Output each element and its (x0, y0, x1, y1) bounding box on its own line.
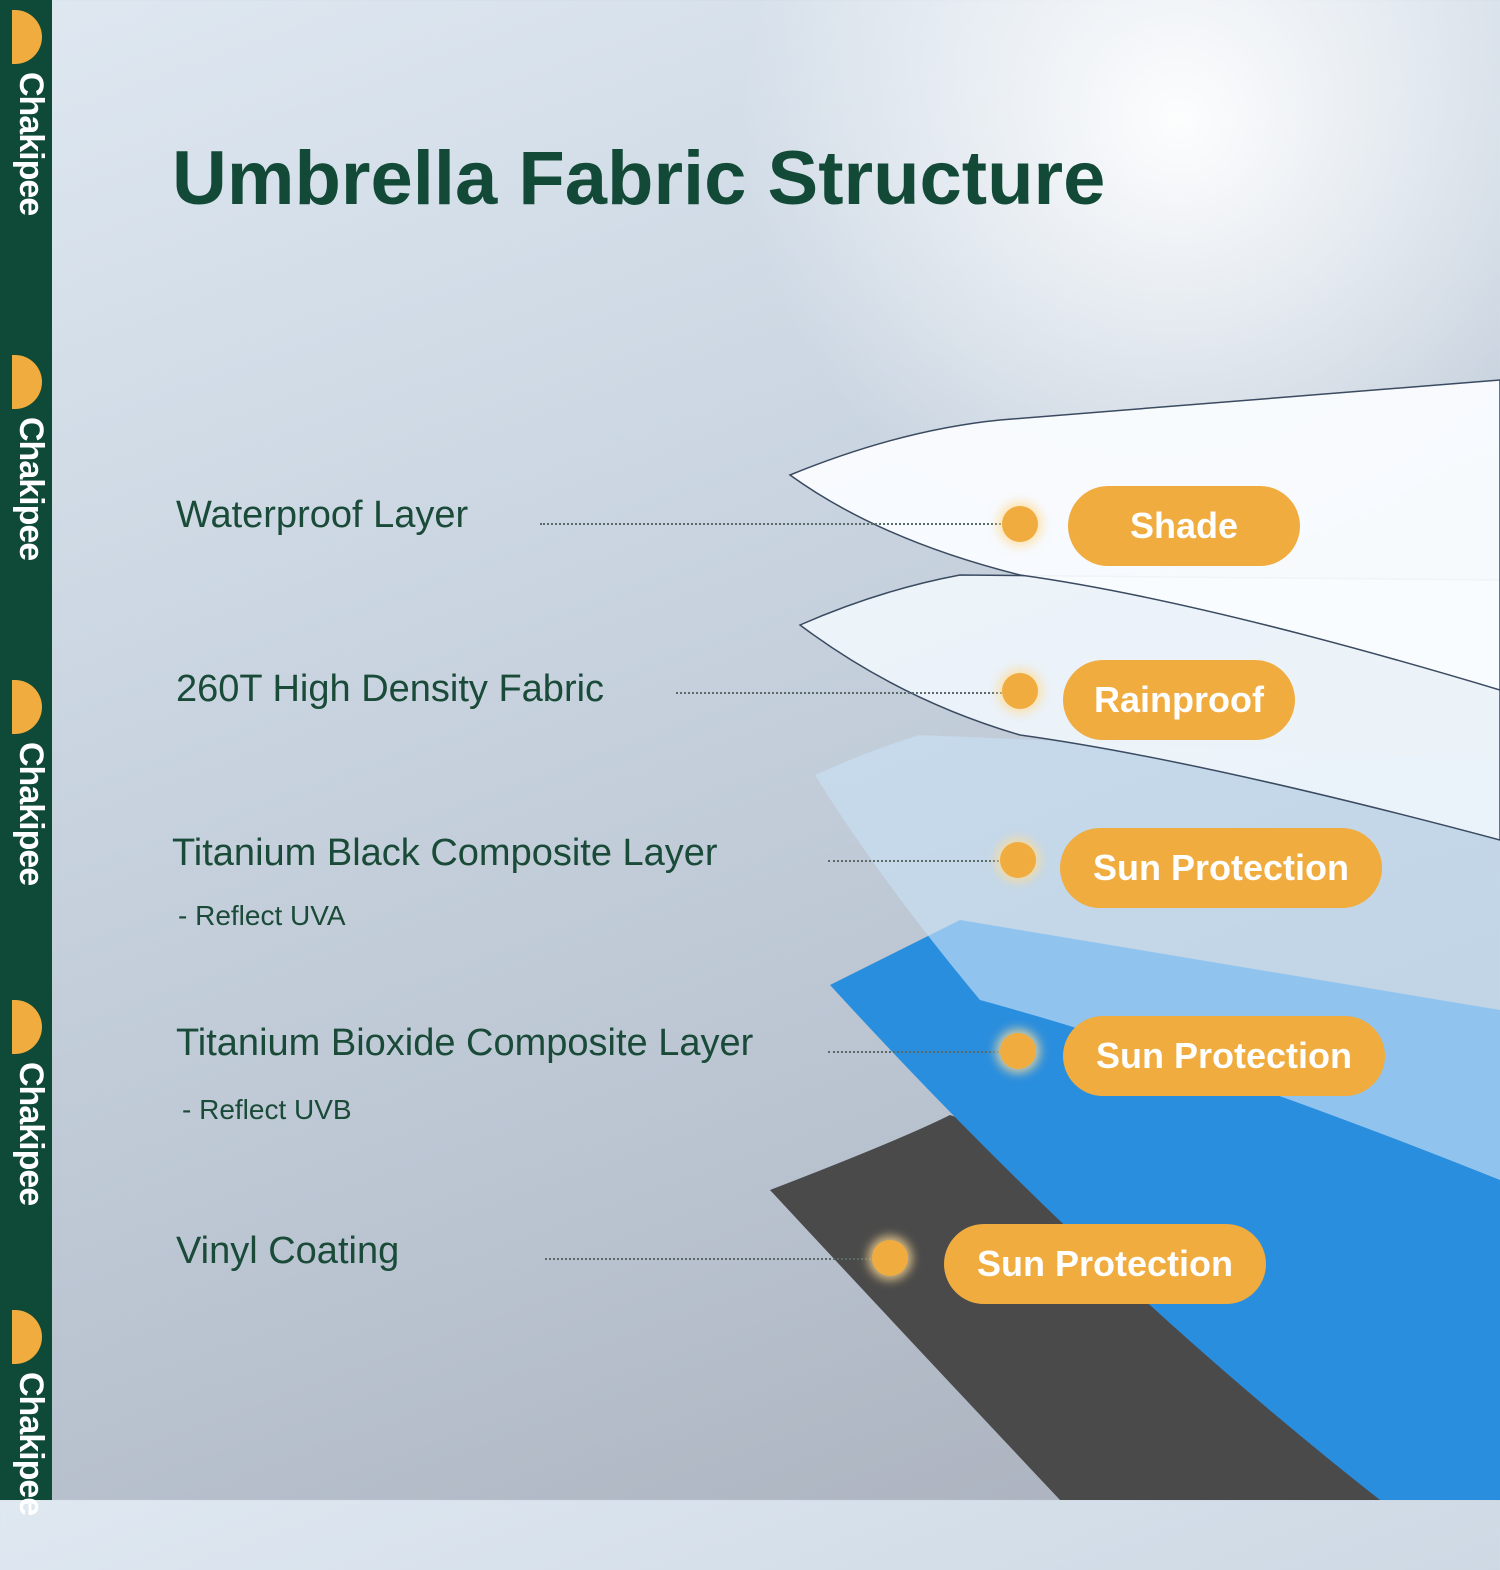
feature-badge-sun-protection: Sun Protection (1060, 828, 1382, 908)
sun-icon (12, 1310, 42, 1364)
feature-text: Rainproof (1094, 679, 1264, 720)
brand-name: Chakipee (12, 417, 50, 561)
fabric-layers-illustration (770, 379, 1500, 1500)
marker-dot (872, 1240, 908, 1276)
sun-icon (12, 1000, 42, 1054)
layer-sublabel-uva: - Reflect UVA (178, 900, 346, 931)
feature-badge-rainproof: Rainproof (1063, 660, 1295, 740)
brand-sidebar: Chakipee Chakipee Chakipee Chakipee Chak… (0, 0, 52, 1515)
sun-icon (12, 355, 42, 409)
feature-text: Sun Protection (1095, 1035, 1352, 1076)
page-title: Umbrella Fabric Structure (172, 136, 1106, 221)
layer-label-vinyl-coating: Vinyl Coating (176, 1230, 400, 1272)
feature-text: Sun Protection (976, 1243, 1233, 1284)
sun-icon (12, 10, 42, 64)
layer-label-titanium-black: Titanium Black Composite Layer (172, 832, 718, 874)
leader-line (540, 523, 1005, 525)
leader-line (676, 692, 1006, 694)
brand-logo: Chakipee (0, 355, 52, 615)
brand-logo: Chakipee (0, 1000, 52, 1260)
leader-line (828, 1051, 1003, 1053)
brand-name: Chakipee (12, 1372, 50, 1516)
brand-logo: Chakipee (0, 680, 52, 940)
brand-name: Chakipee (12, 742, 50, 886)
sun-icon (12, 680, 42, 734)
layer-label-high-density: 260T High Density Fabric (176, 668, 605, 710)
brand-logo: Chakipee (0, 10, 52, 270)
marker-dot (1002, 673, 1038, 709)
feature-text: Sun Protection (1092, 847, 1349, 888)
marker-dot (1000, 1033, 1036, 1069)
layer-label-waterproof: Waterproof Layer (176, 494, 469, 536)
feature-badge-sun-protection: Sun Protection (1063, 1016, 1385, 1096)
feature-badge-shade: Shade (1068, 486, 1300, 566)
leader-line (545, 1258, 875, 1260)
marker-dot (1000, 842, 1036, 878)
layer-sublabel-uvb: - Reflect UVB (182, 1094, 352, 1125)
layer-label-titanium-bioxide: Titanium Bioxide Composite Layer (176, 1022, 754, 1064)
feature-badge-sun-protection: Sun Protection (944, 1224, 1266, 1304)
leader-line (828, 860, 1003, 862)
marker-dot (1002, 506, 1038, 542)
brand-name: Chakipee (12, 1062, 50, 1206)
brand-logo: Chakipee (0, 1310, 52, 1570)
brand-name: Chakipee (12, 72, 50, 216)
feature-text: Shade (1129, 505, 1239, 546)
